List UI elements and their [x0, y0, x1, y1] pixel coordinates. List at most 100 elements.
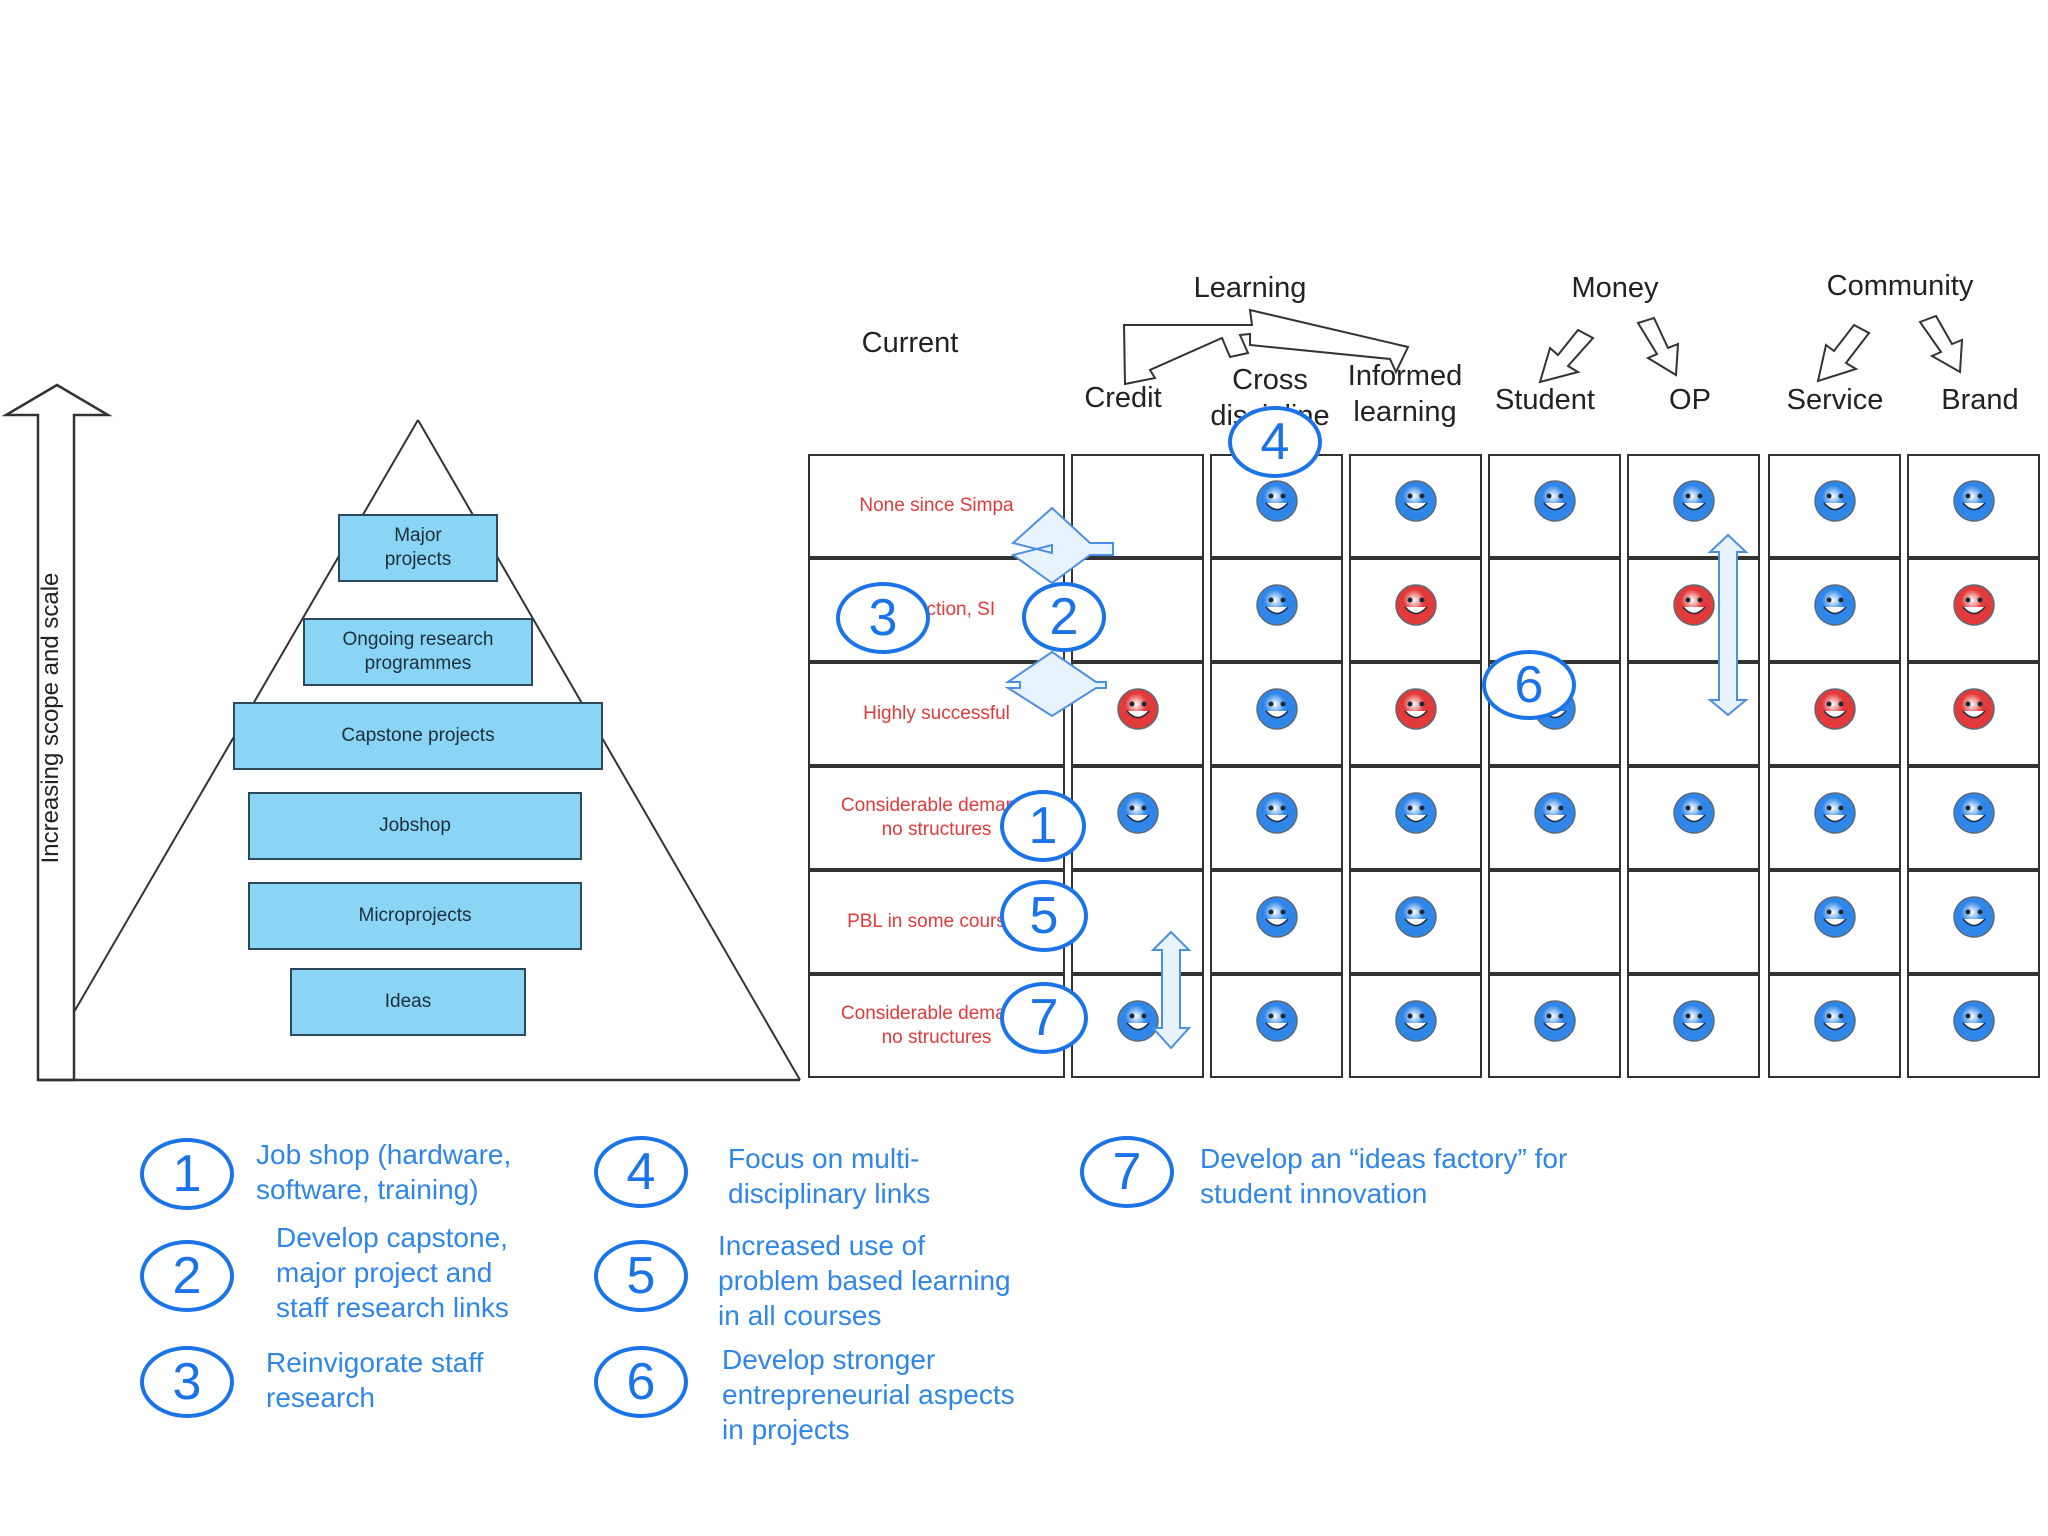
link-arrow-money-icon	[1707, 533, 1749, 717]
smiley-red-icon	[1952, 584, 1995, 626]
matrix-cell	[1349, 974, 1482, 1078]
matrix-cell	[1627, 454, 1760, 558]
legend-text-6: Develop stronger entrepreneurial aspects…	[722, 1344, 1015, 1445]
smiley-blue-icon	[1952, 1000, 1995, 1042]
legend-text-5: Increased use of problem based learning …	[718, 1230, 1011, 1331]
positive-face-marker	[1254, 478, 1300, 524]
smiley-blue-icon	[1672, 480, 1715, 522]
negative-face-marker	[1951, 686, 1997, 732]
matrix-cell	[1071, 974, 1204, 1078]
legend-text-4: Focus on multi- disciplinary links	[728, 1143, 931, 1209]
matrix-cell	[1488, 766, 1621, 870]
positive-face-marker	[1951, 790, 1997, 836]
row-label: Considerable demand, no structures	[840, 795, 1033, 840]
smiley-blue-icon	[1672, 792, 1715, 834]
column-header: Informed learning	[1347, 360, 1463, 428]
smiley-blue-icon	[1813, 792, 1856, 834]
positive-face-marker	[1393, 894, 1439, 940]
diagram-badge-6: 6	[1482, 650, 1576, 720]
positive-face-marker	[1812, 582, 1858, 628]
smiley-blue-icon	[1952, 896, 1995, 938]
matrix-cell	[1627, 766, 1760, 870]
pyramid-tier-1: Major projects	[338, 514, 498, 582]
positive-face-marker	[1254, 894, 1300, 940]
smiley-blue-icon	[1952, 480, 1995, 522]
smiley-blue-icon	[1813, 584, 1856, 626]
smiley-blue-icon	[1255, 792, 1298, 834]
legend-badge-7: 7	[1080, 1136, 1174, 1208]
legend-text-3: Reinvigorate staff research	[266, 1347, 484, 1413]
row-label: Highly successful	[863, 703, 1010, 724]
smiley-red-icon	[1394, 688, 1437, 730]
smiley-red-icon	[1952, 688, 1995, 730]
matrix-cell	[1907, 974, 2040, 1078]
matrix-cell	[1907, 766, 2040, 870]
positive-face-marker	[1532, 478, 1578, 524]
positive-face-marker	[1254, 686, 1300, 732]
group-header-community: Community	[1826, 270, 1974, 302]
negative-face-marker	[1115, 686, 1161, 732]
matrix-cell	[1907, 662, 2040, 766]
scope-arrow-icon	[1, 383, 113, 1082]
matrix-cell	[1768, 766, 1901, 870]
smiley-blue-icon	[1394, 896, 1437, 938]
money-op-arrow-icon	[1636, 316, 1680, 377]
matrix-cell	[1488, 974, 1621, 1078]
positive-face-marker	[1812, 478, 1858, 524]
positive-face-marker	[1393, 790, 1439, 836]
column-header: Student	[1495, 384, 1595, 416]
matrix-cell	[1907, 870, 2040, 974]
negative-face-marker	[1393, 582, 1439, 628]
matrix-cell	[1210, 766, 1343, 870]
smiley-blue-icon	[1672, 1000, 1715, 1042]
positive-face-marker	[1254, 582, 1300, 628]
legend-text-1: Job shop (hardware, software, training)	[256, 1139, 512, 1205]
diagram-badge-3: 3	[836, 582, 930, 654]
negative-face-marker	[1393, 686, 1439, 732]
row-label-cell: Highly successful	[808, 662, 1065, 766]
legend-badge-6: 6	[594, 1346, 688, 1418]
community-brand-arrow-icon	[1918, 314, 1964, 374]
pyramid-tier-3: Capstone projects	[233, 702, 603, 770]
smiley-blue-icon	[1394, 1000, 1437, 1042]
smiley-blue-icon	[1394, 792, 1437, 834]
matrix-cell	[1349, 870, 1482, 974]
diagram-badge-5: 5	[1000, 880, 1088, 952]
smiley-blue-icon	[1533, 1000, 1576, 1042]
matrix-cell	[1349, 662, 1482, 766]
current-header: Current	[861, 327, 959, 359]
positive-face-marker	[1393, 998, 1439, 1044]
matrix-cell	[1349, 454, 1482, 558]
learning-arrow-icon	[1122, 308, 1410, 386]
smiley-blue-icon	[1533, 792, 1576, 834]
column-header: Brand	[1941, 384, 2019, 416]
matrix-cell	[1768, 454, 1901, 558]
negative-face-marker	[1671, 582, 1717, 628]
row-label: None since Simpa	[859, 495, 1014, 516]
smiley-blue-icon	[1255, 896, 1298, 938]
positive-face-marker	[1671, 478, 1717, 524]
matrix-cell	[1488, 558, 1621, 662]
diagram-badge-1: 1	[1000, 790, 1086, 862]
matrix-cell	[1349, 558, 1482, 662]
legend-badge-3: 3	[140, 1346, 234, 1418]
smiley-red-icon	[1672, 584, 1715, 626]
link-arrow-rows-2-3-icon	[1004, 650, 1107, 718]
matrix-cell	[1349, 766, 1482, 870]
smiley-blue-icon	[1255, 480, 1298, 522]
matrix-cell	[1488, 870, 1621, 974]
matrix-cell	[1071, 870, 1204, 974]
positive-face-marker	[1812, 998, 1858, 1044]
positive-face-marker	[1671, 790, 1717, 836]
negative-face-marker	[1951, 582, 1997, 628]
positive-face-marker	[1671, 998, 1717, 1044]
matrix-cell	[1768, 662, 1901, 766]
smiley-blue-icon	[1813, 480, 1856, 522]
smiley-red-icon	[1394, 584, 1437, 626]
legend-badge-4: 4	[594, 1136, 688, 1208]
column-header: Service	[1786, 384, 1884, 416]
smiley-blue-icon	[1116, 1000, 1159, 1042]
